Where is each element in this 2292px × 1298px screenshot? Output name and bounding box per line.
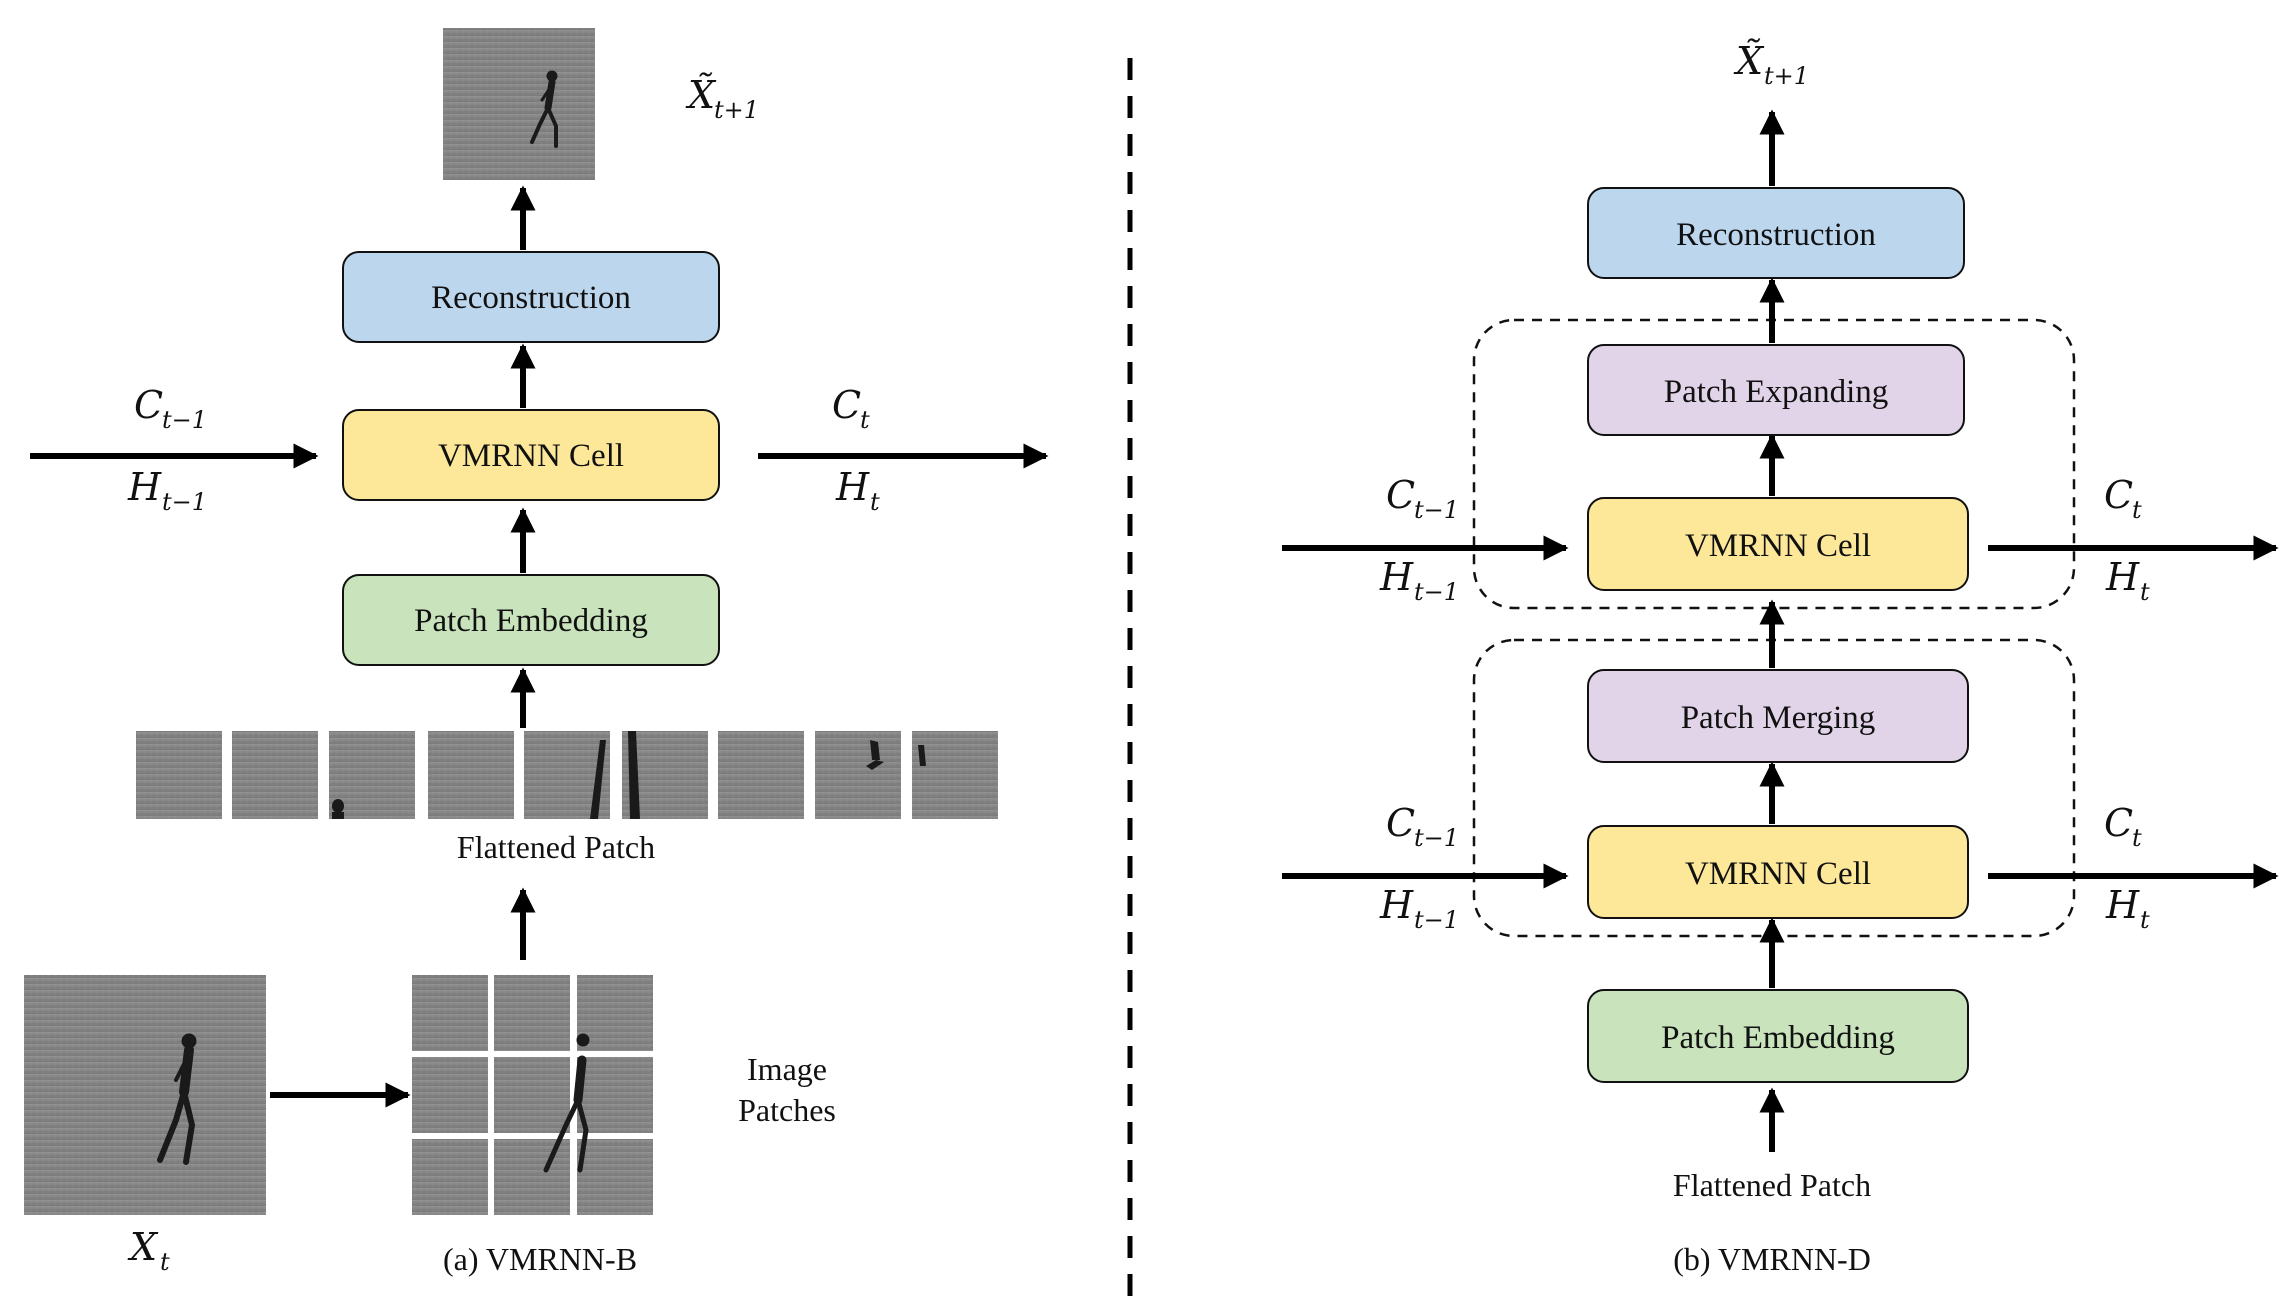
svg-text:t: t (2132, 824, 2142, 852)
vmrnn-cell-block-b-top: VMRNN Cell (1587, 497, 1969, 591)
svg-text:Patch Merging: Patch Merging (1681, 700, 1876, 736)
svg-text:VMRNN Cell: VMRNN Cell (1685, 528, 1871, 564)
grid-patch-4 (412, 1057, 488, 1133)
runner-figure-icon (530, 70, 558, 148)
h-prev-label-b-top: H t−1 (1379, 555, 1459, 606)
image-patches-grid (412, 975, 653, 1215)
vmrnn-cell-block-a: VMRNN Cell (342, 409, 720, 501)
patch-merging-block: Patch Merging (1587, 669, 1969, 763)
svg-text:X̃: X̃ (1733, 39, 1765, 83)
svg-text:Patch Expanding: Patch Expanding (1664, 374, 1889, 410)
svg-text:Reconstruction: Reconstruction (1676, 217, 1876, 253)
input-var-a: X t (127, 1225, 170, 1276)
h-prev-label-a: H t−1 (127, 465, 207, 516)
flattened-patch-strip: Flattened Patch (136, 731, 998, 865)
svg-text:C: C (2104, 473, 2133, 517)
svg-text:VMRNN Cell: VMRNN Cell (1685, 856, 1871, 892)
svg-text:C: C (134, 383, 163, 427)
flat-patch-2 (232, 731, 318, 819)
svg-text:H: H (2105, 883, 2140, 927)
svg-text:t: t (2140, 906, 2150, 934)
grid-patch-2 (494, 975, 570, 1051)
svg-text:H: H (835, 465, 870, 509)
svg-text:H: H (1379, 555, 1414, 599)
flat-patch-8 (815, 731, 901, 819)
c-prev-label-a: C t−1 (134, 383, 207, 434)
svg-text:t+1: t+1 (1764, 62, 1809, 90)
svg-text:H: H (1379, 883, 1414, 927)
panel-b: X̃ t+1 Reconstruction Patch Expanding VM… (1282, 39, 2279, 1277)
svg-text:t: t (860, 406, 870, 434)
h-next-label-b-bottom: H t (2105, 883, 2150, 934)
grid-patch-3 (577, 975, 653, 1051)
patch-expanding-block: Patch Expanding (1587, 344, 1965, 436)
grid-patch-8 (494, 1139, 570, 1215)
runner-figure-icon (157, 1033, 197, 1165)
flat-patch-4 (428, 731, 514, 819)
svg-text:t−1: t−1 (1414, 824, 1459, 852)
svg-text:t−1: t−1 (162, 488, 207, 516)
h-next-label-a: H t (835, 465, 880, 516)
svg-text:t: t (2140, 578, 2150, 606)
image-patches-label-line2: Patches (738, 1092, 836, 1128)
svg-text:VMRNN Cell: VMRNN Cell (438, 438, 624, 474)
svg-text:t−1: t−1 (1414, 906, 1459, 934)
svg-text:H: H (127, 465, 162, 509)
svg-text:t−1: t−1 (1414, 578, 1459, 606)
svg-text:t−1: t−1 (1414, 496, 1459, 524)
svg-text:C: C (1386, 801, 1415, 845)
output-var-b: X̃ t+1 (1733, 39, 1809, 90)
svg-text:X̃: X̃ (685, 73, 717, 117)
svg-text:C: C (2104, 801, 2133, 845)
svg-text:X: X (127, 1225, 159, 1269)
patch-embedding-block-b: Patch Embedding (1587, 989, 1969, 1083)
svg-text:t+1: t+1 (714, 96, 759, 124)
caption-b: (b) VMRNN-D (1673, 1241, 1871, 1277)
output-var-a: X̃ t+1 (685, 73, 759, 124)
flat-patch-7 (718, 731, 804, 819)
vmrnn-cell-block-b-bottom: VMRNN Cell (1587, 825, 1969, 919)
c-prev-label-b-bottom: C t−1 (1386, 801, 1459, 852)
panel-a: X̃ t+1 Reconstruction VMRNN Cell Patch E… (24, 28, 1049, 1277)
svg-text:t: t (870, 488, 880, 516)
output-frame-image (443, 28, 595, 180)
image-patches-label-line1: Image (747, 1051, 827, 1087)
flat-patch-9 (912, 731, 998, 819)
patch-embedding-block-a: Patch Embedding (342, 574, 720, 666)
svg-text:t: t (160, 1248, 170, 1276)
caption-a: (a) VMRNN-B (443, 1241, 637, 1277)
grid-patch-1 (412, 975, 488, 1051)
flat-patch-1 (136, 731, 222, 819)
svg-text:Patch Embedding: Patch Embedding (1661, 1020, 1895, 1056)
flattened-patch-label-a: Flattened Patch (457, 829, 655, 865)
flattened-patch-label-b: Flattened Patch (1673, 1167, 1871, 1203)
svg-text:t−1: t−1 (162, 406, 207, 434)
grid-patch-6 (577, 1057, 653, 1133)
c-prev-label-b-top: C t−1 (1386, 473, 1459, 524)
c-next-label-a: C t (832, 383, 870, 434)
c-next-label-b-bottom: C t (2104, 801, 2142, 852)
reconstruction-block-b: Reconstruction (1587, 187, 1965, 279)
c-next-label-b-top: C t (2104, 473, 2142, 524)
h-prev-label-b-bottom: H t−1 (1379, 883, 1459, 934)
svg-text:C: C (1386, 473, 1415, 517)
svg-text:H: H (2105, 555, 2140, 599)
input-frame-image (24, 975, 266, 1215)
grid-patch-5 (494, 1057, 570, 1133)
svg-text:Reconstruction: Reconstruction (431, 280, 631, 316)
svg-text:t: t (2132, 496, 2142, 524)
svg-text:Patch Embedding: Patch Embedding (414, 603, 648, 639)
reconstruction-block-a: Reconstruction (342, 251, 720, 343)
h-next-label-b-top: H t (2105, 555, 2150, 606)
svg-text:C: C (832, 383, 861, 427)
grid-patch-7 (412, 1139, 488, 1215)
grid-patch-9 (577, 1139, 653, 1215)
